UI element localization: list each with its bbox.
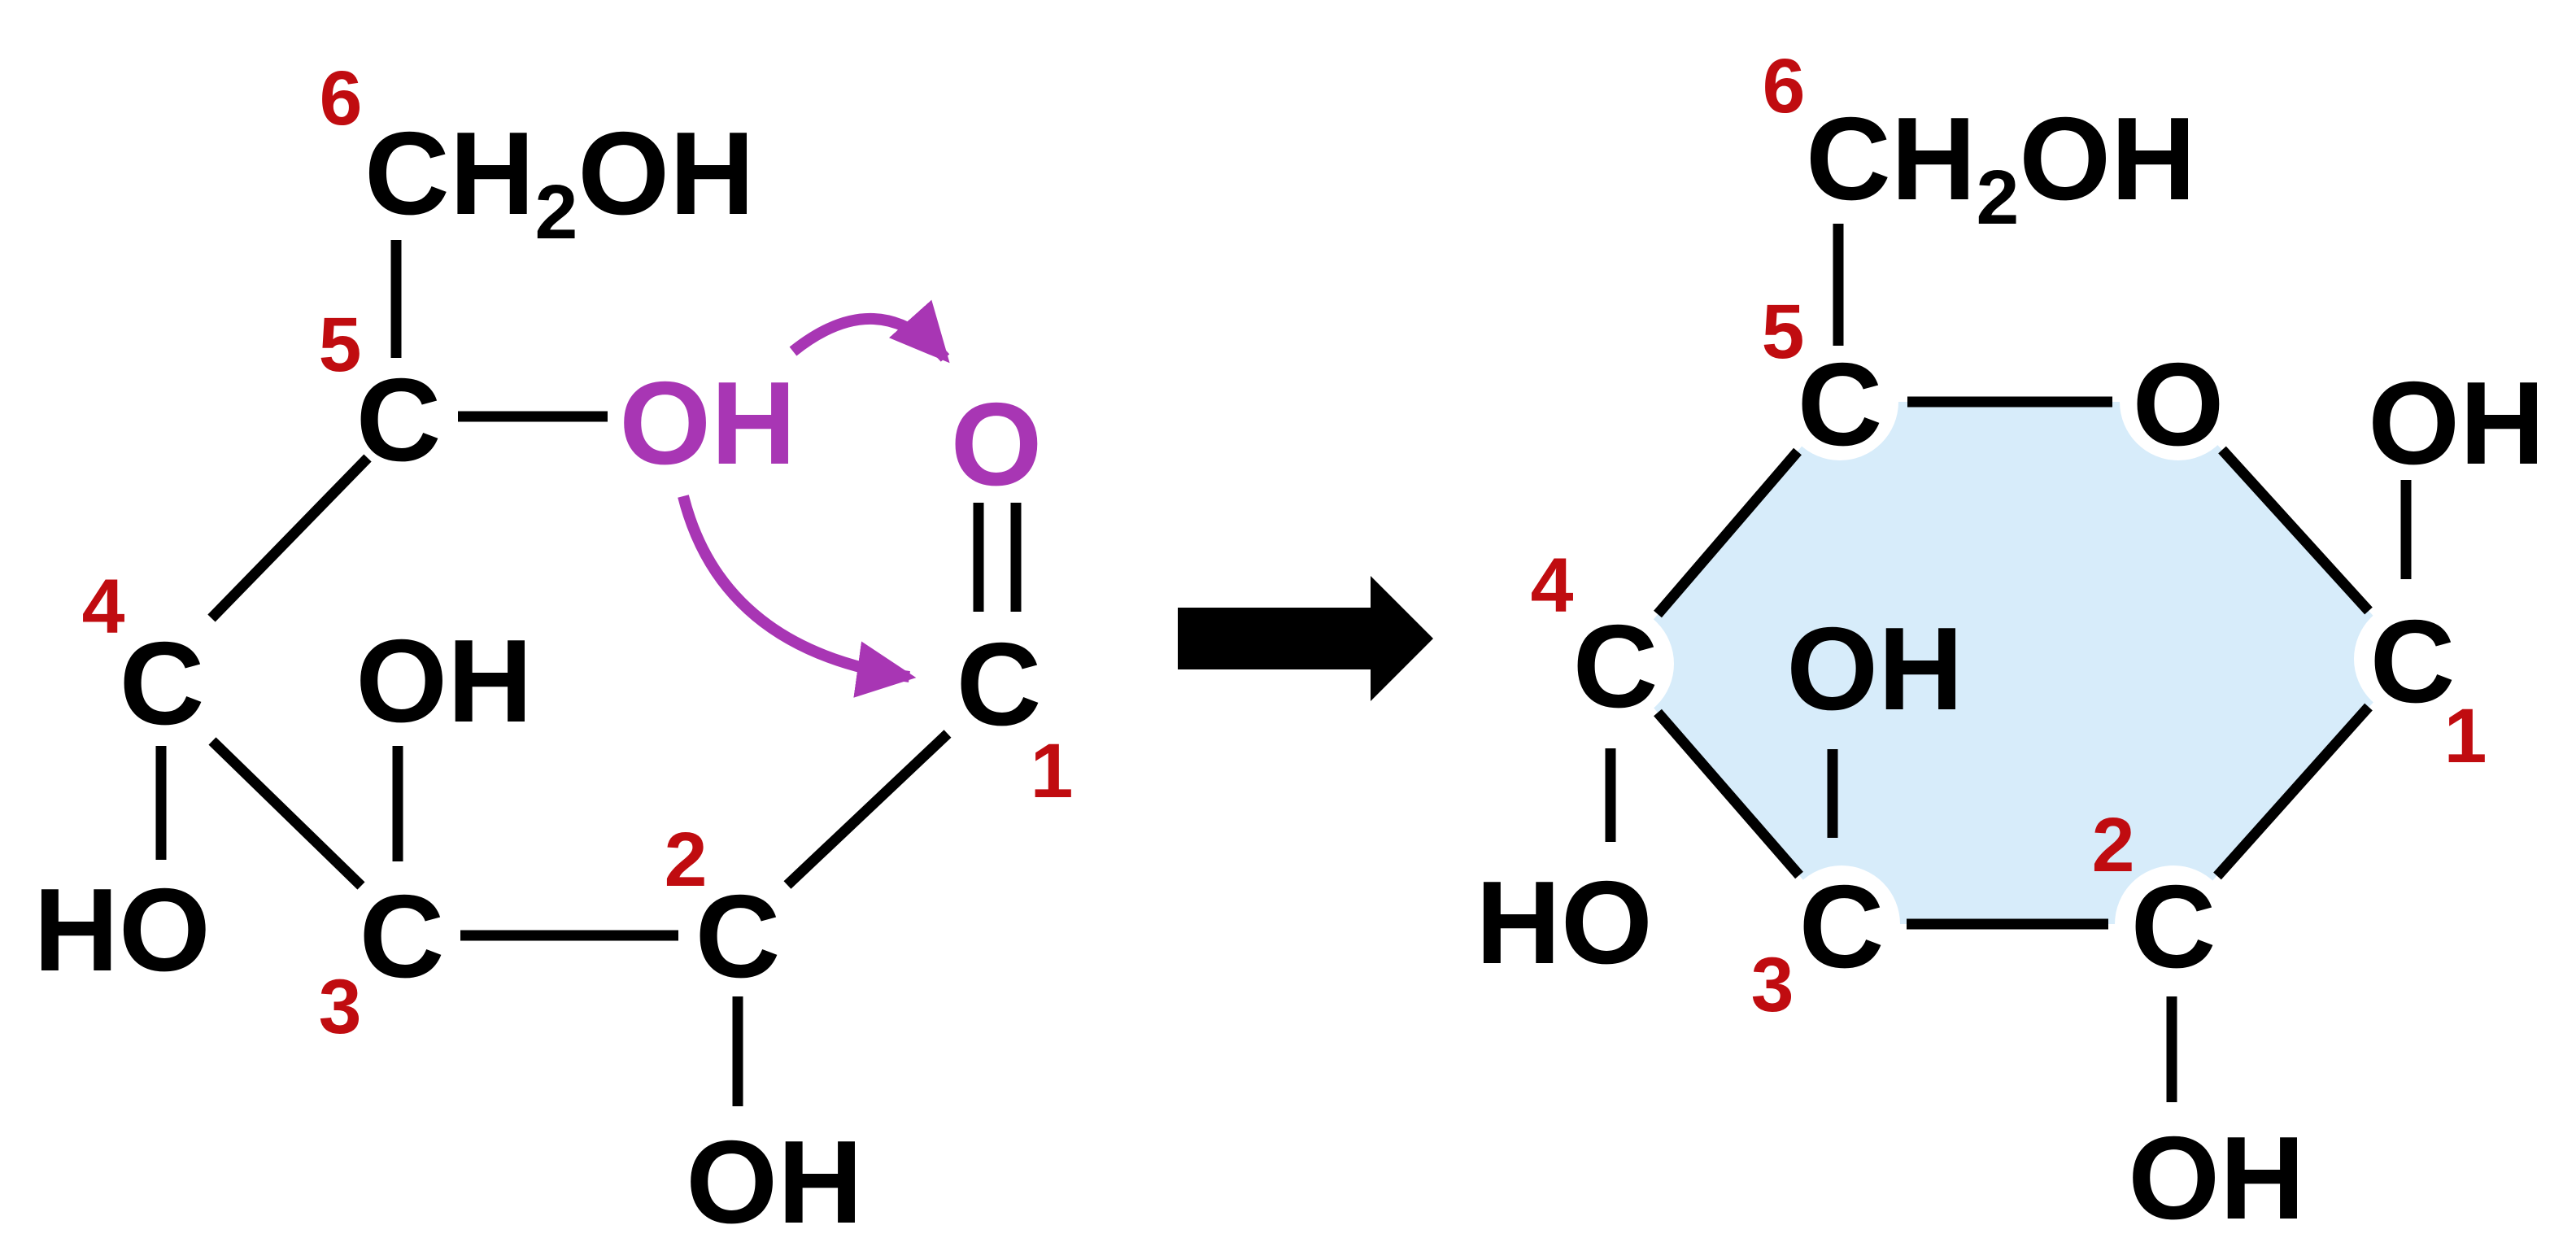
halo-c2 xyxy=(2115,865,2232,983)
right-oh-c3-label: OH xyxy=(1786,603,1964,735)
left-attacking-oh-label: OH xyxy=(619,357,796,489)
left-ch2oh-label: CH2OH xyxy=(364,107,755,255)
bond-c2-c1 xyxy=(783,730,952,889)
right-number-3: 3 xyxy=(1751,942,1794,1028)
bond-c1-c2 xyxy=(2213,703,2373,880)
left-number-6: 6 xyxy=(320,55,363,142)
right-ch2oh-label: CH2OH xyxy=(1806,93,2196,241)
curved-arrow-oh-to-o xyxy=(789,299,950,364)
right-number-4: 4 xyxy=(1531,543,1574,629)
left-number-3: 3 xyxy=(319,964,362,1050)
reaction-arrow xyxy=(1178,576,1433,701)
left-oh-c3-label: OH xyxy=(355,615,533,747)
right-c3-label: C xyxy=(1799,861,1885,992)
left-c2-label: C xyxy=(695,870,781,1002)
molecule-open-chain: CH2OH C C C C C OH O HO OH OH 6 5 4 3 2 … xyxy=(33,55,1073,1248)
halo-c1 xyxy=(2354,600,2471,717)
left-number-1: 1 xyxy=(1031,728,1074,814)
bond-c4-c5 xyxy=(1654,447,1802,618)
left-c3-label: C xyxy=(360,870,445,1002)
halo-ring-o xyxy=(2120,343,2237,460)
halo-c3 xyxy=(1783,865,1900,983)
halo-c5 xyxy=(1781,343,1898,460)
halo-c4 xyxy=(1557,605,1674,722)
right-number-6: 6 xyxy=(1763,43,1806,129)
left-ho-c4-label: HO xyxy=(33,864,211,996)
left-number-2: 2 xyxy=(665,817,708,903)
right-ring-o-label: O xyxy=(2133,338,2225,470)
right-oh-c2-label: OH xyxy=(2128,1112,2305,1244)
right-number-1: 1 xyxy=(2444,693,2487,779)
right-oh-c1-label: OH xyxy=(2368,357,2545,489)
right-number-5: 5 xyxy=(1762,289,1805,375)
ring-fill xyxy=(1615,402,2413,924)
left-number-4: 4 xyxy=(82,564,125,650)
curved-arrow-oh-to-c1 xyxy=(678,495,917,698)
left-c5-label: C xyxy=(356,354,442,486)
left-oh-c2-label: OH xyxy=(686,1116,863,1248)
right-c5-label: C xyxy=(1798,338,1883,470)
molecule-ring: CH2OH C O C C C C OH HO OH OH 6 5 4 3 2 … xyxy=(1475,43,2545,1244)
right-ho-c4-label: HO xyxy=(1475,857,1653,988)
bond-c5-c4 xyxy=(207,454,372,622)
bond-c3-c4 xyxy=(1654,708,1803,879)
left-c4-label: C xyxy=(120,617,205,749)
left-number-5: 5 xyxy=(319,302,362,388)
right-c2-label: C xyxy=(2131,861,2216,992)
bond-ring-o-c1 xyxy=(2218,446,2373,615)
left-carbonyl-o-label: O xyxy=(951,378,1043,510)
bond-c4-c3 xyxy=(208,737,365,890)
left-c1-label: C xyxy=(957,618,1042,750)
right-c4-label: C xyxy=(1573,600,1658,732)
right-c1-label: C xyxy=(2370,595,2456,727)
right-number-2: 2 xyxy=(2092,802,2135,888)
